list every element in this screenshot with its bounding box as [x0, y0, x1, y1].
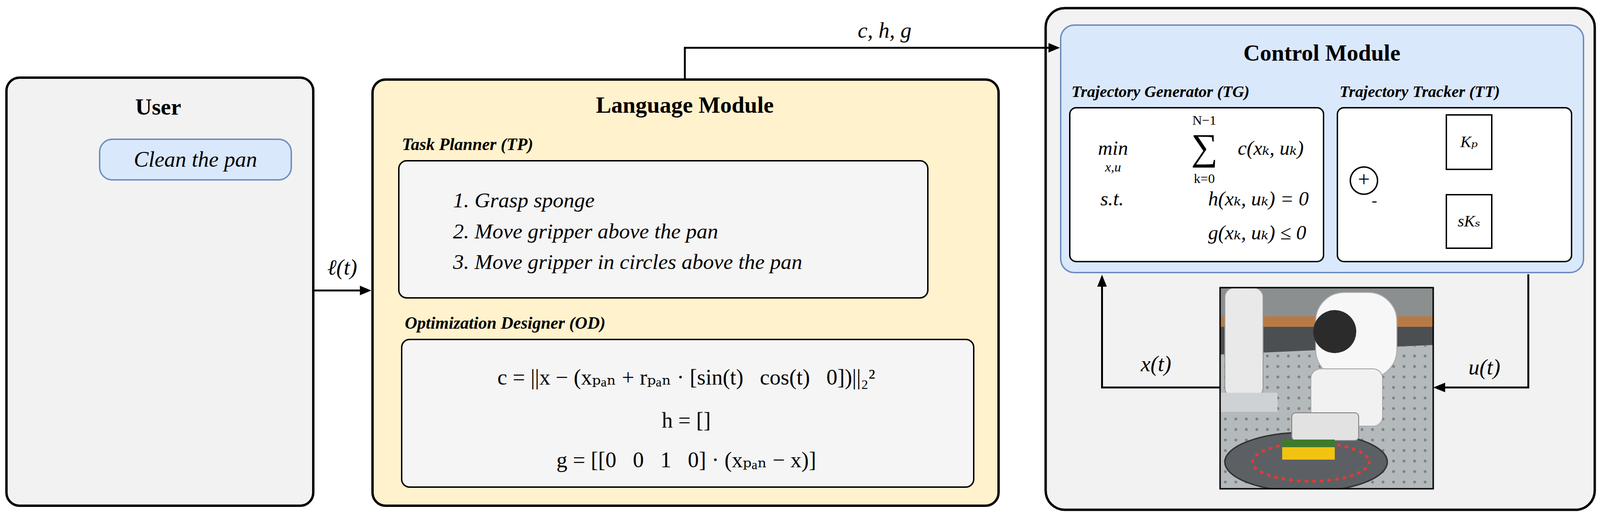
control-signal-line-part	[1433, 382, 1446, 393]
text-label: sKₛ	[1457, 211, 1481, 231]
connector-line	[314, 289, 365, 292]
robot-photo-part-part	[1282, 439, 1335, 448]
text-label: ∑	[1190, 125, 1218, 169]
state-signal-line-part	[1102, 285, 1221, 388]
robot-photo-part	[1220, 287, 1434, 489]
text-label: 3. Move gripper in circles above the pan	[453, 249, 803, 275]
text-label: c, h, g	[857, 18, 912, 44]
state-signal-line-part	[1097, 274, 1107, 287]
text-label: c = ||x − (xₚₐₙ + rₚₐₙ · [sin(t) cos(t) …	[497, 365, 876, 391]
text-label: Trajectory Tracker (TT)	[1339, 82, 1500, 101]
robot-photo-part-part	[1220, 392, 1278, 412]
gain-block: Kₚ	[1445, 114, 1493, 171]
text-label: Clean the pan	[133, 147, 258, 173]
module-panel: Language ModuleTask Planner (TP)1. Grasp…	[371, 78, 1000, 508]
control-signal-line-part	[1444, 274, 1529, 388]
control-signal-line	[1433, 274, 1529, 393]
text-label: g(xₖ, uₖ) ≤ 0	[1208, 221, 1307, 245]
text-label: Control Module	[1243, 39, 1401, 66]
text-label: Language Module	[595, 91, 774, 119]
text-label: k=0	[1193, 171, 1215, 187]
tracker-box: Trajectory Tracker (TT)+KₚsKₛ	[1336, 107, 1573, 263]
control-panel: Control ModuleTrajectory Generator (TG) m…	[1059, 24, 1585, 274]
text-label: 1. Grasp sponge	[453, 188, 595, 214]
text-label: Optimization Designer (OD)	[404, 313, 606, 334]
robot-photo-part-part	[1252, 443, 1370, 482]
speech-bubble: Clean the pan	[98, 138, 292, 181]
sum-junction: +	[1349, 166, 1379, 195]
text-label: Task Planner (TP)	[401, 134, 534, 155]
robot-photo-part-part	[1282, 447, 1335, 460]
control-outer-panel	[1045, 8, 1595, 510]
connector	[684, 43, 1060, 79]
gain-block: sKₛ	[1445, 194, 1493, 249]
text-label: c(xₖ, uₖ)	[1237, 136, 1304, 160]
arrow-head	[359, 285, 372, 296]
planner-box: Task Planner (TP)1. Grasp sponge2. Move …	[398, 160, 929, 299]
text-label: h = []	[661, 408, 712, 434]
text-label: +	[1358, 167, 1371, 193]
text-label: Trajectory Generator (TG)	[1071, 82, 1250, 101]
robot-photo-part-part	[1313, 310, 1357, 354]
robot-photo-part-part	[1224, 287, 1264, 398]
generator-box: Trajectory Generator (TG)minx,uN−1∑k=0c(…	[1069, 107, 1325, 263]
text-label: 2. Move gripper above the pan	[453, 219, 719, 245]
text-label: x(t)	[1140, 351, 1172, 378]
text-label: User	[135, 93, 182, 120]
text-label: g = [[0 0 1 0] · (xₚₐₙ − x)]	[556, 447, 817, 474]
text-label: x,u	[1104, 159, 1121, 175]
user-panel: UserClean the pan	[5, 76, 315, 508]
text-label: Kₚ	[1460, 132, 1478, 152]
text-label: min	[1098, 136, 1129, 160]
robot-photo-part-part	[1291, 412, 1359, 441]
connector-line	[684, 47, 1054, 79]
text-label: u(t)	[1468, 355, 1501, 381]
connector	[314, 285, 372, 296]
text-label: h(xₖ, uₖ) = 0	[1208, 187, 1309, 211]
text-label: -	[1371, 191, 1377, 210]
arrow-head	[1048, 43, 1060, 53]
text-label: N−1	[1192, 112, 1217, 129]
text-label: ℓ(t)	[327, 255, 358, 281]
robot-photo-part	[1220, 287, 1434, 489]
state-signal-line	[1097, 274, 1221, 388]
text-label: s.t.	[1100, 187, 1124, 211]
robot-photo	[1220, 287, 1434, 492]
optimization-box: Optimization Designer (OD)c = ||x − (xₚₐ…	[400, 338, 975, 488]
robot-photo-part-part	[1224, 432, 1388, 489]
